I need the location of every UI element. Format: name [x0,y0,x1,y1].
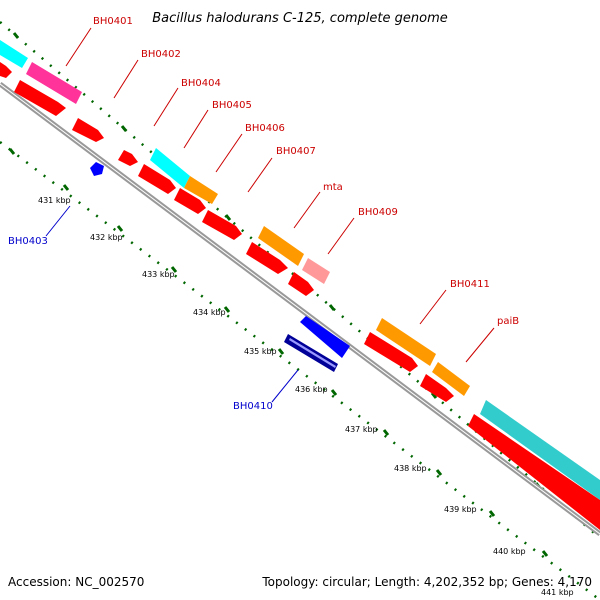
gene-label: paiB [497,316,519,327]
gene-label: BH0405 [212,100,252,111]
gene-label: BH0404 [181,78,221,89]
cds-arrow [0,62,12,78]
cog-segment-paib [432,362,470,396]
gene-label: BH0403 [8,236,48,247]
cds-arrow [138,164,176,194]
cds-arrow [14,80,66,116]
tick-label: 432 kbp [90,233,123,242]
tick-label: 434 kbp [193,308,226,317]
tick-label: 437 kbp [345,425,378,434]
tick-label: 436 kbp [295,385,328,394]
tick-labels: 431 kbp 432 kbp 433 kbp 434 kbp 435 kbp … [38,196,574,597]
cog-segment-bh0409 [302,258,330,284]
genome-backbone [0,82,600,536]
cog-segment-mta [258,226,304,266]
tick-label: 441 kbp [541,588,574,597]
forward-cds-track [0,62,600,530]
cds-arrow-bh0410 [300,316,350,358]
tick-label: 435 kbp [244,347,277,356]
tick-label: 438 kbp [394,464,427,473]
cds-arrow [202,210,242,240]
tick-label: 433 kbp [142,270,175,279]
cds-arrow [364,332,418,372]
cog-segment-bh0406 [184,176,218,204]
gene-label: BH0409 [358,207,398,218]
cds-arrow [420,374,454,402]
cog-segment-bh0411 [376,318,436,366]
cog-segment-bh0410-light [289,338,336,368]
gene-label: BH0406 [245,123,285,134]
tick-label: 439 kbp [444,505,477,514]
gene-label: mta [323,182,343,193]
reverse-cds-track [90,162,350,372]
accession-text: Accession: NC_002570 [8,575,144,589]
label-leaders [45,27,495,403]
cds-arrow [174,188,206,214]
cds-arrow [72,118,104,142]
genome-info-text: Topology: circular; Length: 4,202,352 bp… [261,575,592,589]
cog-segment-bh0401 [26,62,82,104]
inner-dotted-ring [0,141,600,600]
cog-band [0,40,600,500]
cds-arrow-bh0403 [90,162,104,176]
cog-segment-bh0400 [0,40,28,68]
gene-label: BH0410 [233,401,273,412]
gene-label: BH0407 [276,146,316,157]
gene-label: BH0401 [93,16,133,27]
tick-label: 440 kbp [493,547,526,556]
cds-arrow [468,414,600,530]
gene-labels: BH0401 BH0402 BH0403 BH0404 BH0405 BH040… [8,16,519,412]
map-title: Bacillus halodurans C-125, complete geno… [152,11,448,26]
inner-major-ticks [8,148,549,557]
cds-arrow [246,242,288,274]
cog-segment-bh0405 [150,148,190,188]
gene-label: BH0402 [141,49,181,60]
gene-label: BH0411 [450,279,490,290]
cog-segment-next [480,400,600,500]
cds-arrow [288,272,314,296]
tick-label: 431 kbp [38,196,71,205]
cds-arrow [118,150,138,166]
